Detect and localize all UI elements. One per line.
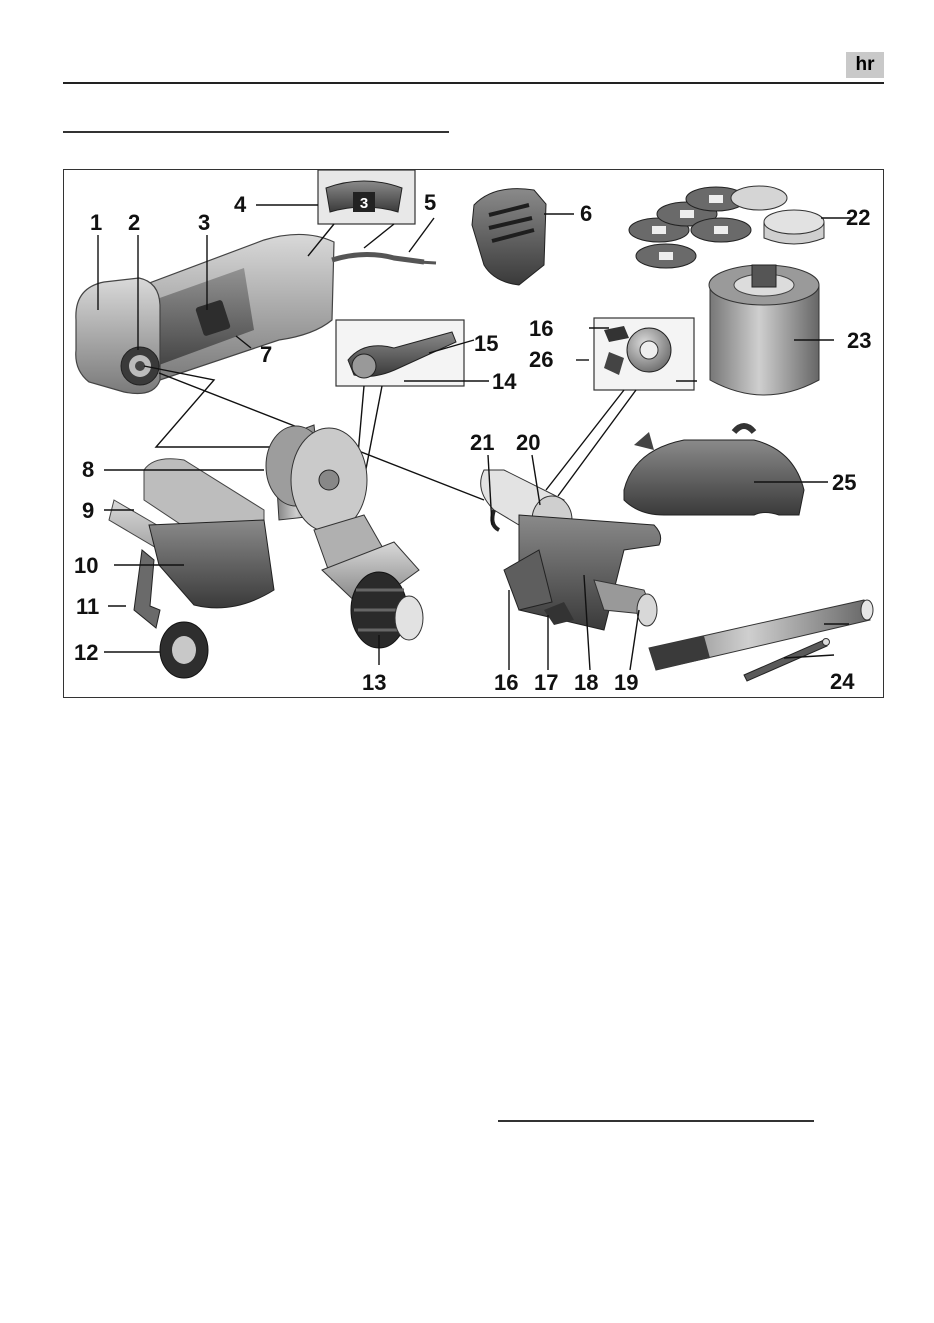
section-title-rule xyxy=(63,131,449,133)
section-title-rule-bottom xyxy=(498,1120,814,1122)
callout-7: 7 xyxy=(260,342,272,367)
callout-5: 5 xyxy=(424,190,436,215)
callout-9: 9 xyxy=(82,498,94,523)
callout-25: 25 xyxy=(832,470,856,495)
callout-19: 19 xyxy=(614,670,638,695)
callout-13: 13 xyxy=(362,670,386,695)
callout-12: 12 xyxy=(74,640,98,665)
callout-8: 8 xyxy=(82,457,94,482)
callout-2: 2 xyxy=(128,210,140,235)
guard-hood xyxy=(624,426,804,515)
callout-16: 16 xyxy=(529,316,553,341)
dial-number: 3 xyxy=(360,195,368,212)
product-overview-figure: 3 xyxy=(63,169,884,698)
callout-6: 6 xyxy=(580,201,592,226)
sleeve-drum xyxy=(709,265,819,395)
callout-3: 3 xyxy=(198,210,210,235)
spacer-discs xyxy=(629,186,824,268)
callout-11: 11 xyxy=(76,594,99,619)
callout-15: 15 xyxy=(474,331,498,356)
wheel-assembly xyxy=(109,425,423,678)
callout-16-bottom: 16 xyxy=(494,670,518,695)
callout-10: 10 xyxy=(74,553,98,578)
figure-illustration: 3 xyxy=(64,170,883,697)
callout-21: 21 xyxy=(470,430,494,455)
callout-1: 1 xyxy=(90,210,102,235)
callout-23: 23 xyxy=(847,328,871,353)
callout-26: 26 xyxy=(529,347,553,372)
callout-4: 4 xyxy=(234,192,247,217)
grip-cover xyxy=(472,189,546,285)
callout-14: 14 xyxy=(492,369,517,394)
callout-17: 17 xyxy=(534,670,558,695)
callout-18: 18 xyxy=(574,670,598,695)
header-rule xyxy=(63,82,884,84)
language-badge: hr xyxy=(846,52,884,78)
callout-24: 24 xyxy=(830,669,855,694)
callout-20: 20 xyxy=(516,430,540,455)
callout-22: 22 xyxy=(846,205,870,230)
